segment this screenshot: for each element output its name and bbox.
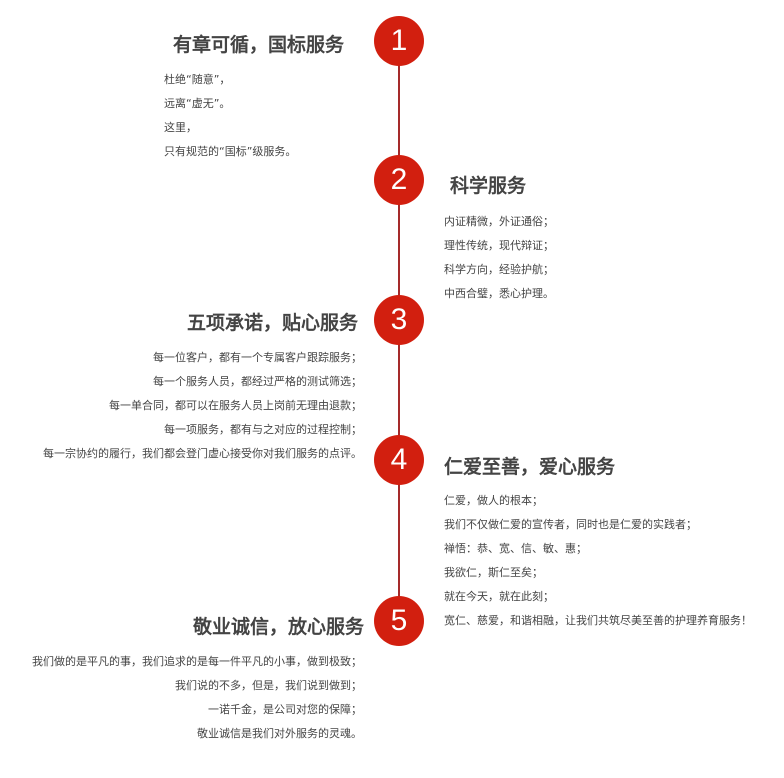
section-5-line: 一诺千金，是公司对您的保障； (208, 703, 362, 716)
section-4-line: 宽仁、慈爱，和谐相融，让我们共筑尽美至善的护理养育服务！ (444, 614, 752, 627)
section-body-4: 仁爱，做人的根本； 我们不仅做仁爱的宣传者，同时也是仁爱的实践者； 禅悟：恭、宽… (444, 489, 752, 633)
section-1-line: 远离“虚无”。 (164, 97, 231, 110)
section-5-line: 敬业诚信是我们对外服务的灵魂。 (197, 727, 362, 740)
section-1-line: 只有规范的“国标”级服务。 (164, 145, 297, 158)
step-circle-5: 5 (374, 596, 424, 646)
section-3-line: 每一单合同，都可以在服务人员上岗前无理由退款； (109, 399, 362, 412)
section-3-line: 每一位客户，都有一个专属客户跟踪服务； (153, 351, 362, 364)
section-title-4: 仁爱至善，爱心服务 (444, 456, 616, 478)
section-title-3: 五项承诺，贴心服务 (186, 312, 358, 334)
section-body-3: 每一位客户，都有一个专属客户跟踪服务； 每一个服务人员，都经过严格的测试筛选； … (43, 346, 362, 466)
section-2-line: 中西合璧，悉心护理。 (444, 287, 554, 300)
section-4-line: 禅悟：恭、宽、信、敏、惠； (444, 542, 587, 555)
section-2-line: 内证精微，外证通俗； (444, 215, 554, 228)
section-5-line: 我们说的不多，但是，我们说到做到； (175, 679, 362, 692)
section-title-2: 科学服务 (450, 175, 527, 197)
section-3-line: 每一宗协约的履行，我们都会登门虚心接受你对我们服务的点评。 (43, 447, 362, 460)
section-5-line: 我们做的是平凡的事，我们追求的是每一件平凡的小事，做到极致； (32, 655, 362, 668)
section-title-1: 有章可循，国标服务 (172, 34, 344, 56)
step-circle-1: 1 (374, 16, 424, 66)
section-4-line: 就在今天，就在此刻； (444, 590, 554, 603)
step-circle-4: 4 (374, 435, 424, 485)
section-2-line: 理性传统，现代辩证； (444, 239, 554, 252)
section-1-line: 杜绝“随意”， (164, 73, 231, 86)
section-title-5: 敬业诚信，放心服务 (192, 616, 364, 638)
section-body-2: 内证精微，外证通俗； 理性传统，现代辩证； 科学方向，经验护航； 中西合璧，悉心… (444, 210, 554, 306)
section-4-line: 仁爱，做人的根本； (444, 494, 543, 507)
section-3-line: 每一项服务，都有与之对应的过程控制； (164, 423, 362, 436)
section-4-line: 我们不仅做仁爱的宣传者，同时也是仁爱的实践者； (444, 518, 697, 531)
section-4-line: 我欲仁，斯仁至矣； (444, 566, 543, 579)
section-3-line: 每一个服务人员，都经过严格的测试筛选； (153, 375, 362, 388)
section-body-5: 我们做的是平凡的事，我们追求的是每一件平凡的小事，做到极致； 我们说的不多，但是… (32, 650, 362, 746)
section-2-line: 科学方向，经验护航； (444, 263, 554, 276)
section-body-1: 杜绝“随意”， 远离“虚无”。 这里， 只有规范的“国标”级服务。 (164, 68, 296, 164)
step-circle-3: 3 (374, 295, 424, 345)
step-circle-2: 2 (374, 155, 424, 205)
section-1-line: 这里， (164, 121, 197, 134)
